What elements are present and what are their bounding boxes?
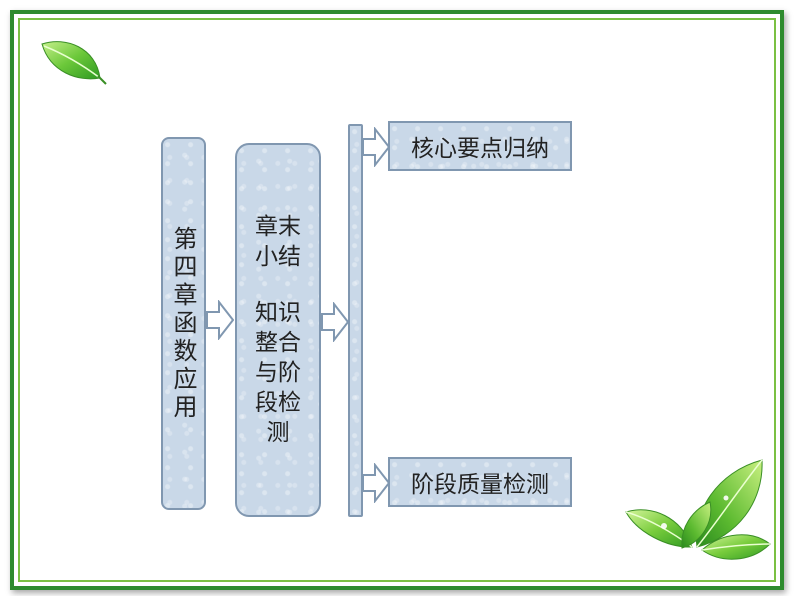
slide-frame-inner	[18, 18, 776, 582]
chapter-box[interactable]: 第四章函数应用	[161, 137, 206, 510]
leaves-cluster-icon	[625, 459, 771, 560]
connector-bar	[348, 124, 363, 517]
arrow-right-icon	[362, 463, 390, 503]
branch-box-label: 核心要点归纳	[411, 136, 549, 162]
branch-box-stage-test[interactable]: 阶段质量检测	[388, 457, 572, 507]
branch-box-label: 阶段质量检测	[411, 472, 549, 498]
summary-box-subtitle: 知识整合与阶段检测	[255, 300, 301, 446]
chapter-box-label: 第四章函数应用	[169, 225, 197, 422]
summary-box-title: 章末小结	[255, 214, 301, 270]
arrow-right-icon	[362, 127, 390, 167]
leaf-icon	[41, 41, 107, 85]
arrow-right-icon	[206, 300, 234, 340]
branch-box-key-points[interactable]: 核心要点归纳	[388, 121, 572, 171]
arrow-right-icon	[321, 302, 349, 342]
summary-box[interactable]: 章末小结 知识整合与阶段检测	[235, 143, 321, 517]
